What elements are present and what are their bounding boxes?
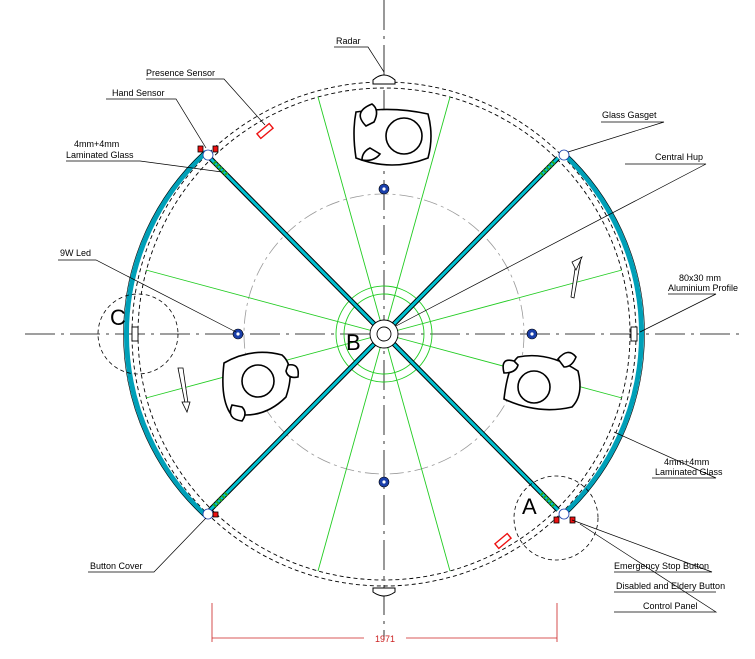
label-presence-sensor: Presence Sensor (146, 68, 215, 78)
detail-circles (97, 293, 599, 561)
curved-glass (123, 150, 645, 518)
label-emergency-stop: Emergency Stop Button (614, 561, 709, 571)
central-hub (369, 319, 399, 349)
dimension-value: 1971 (375, 634, 395, 644)
label-glass-top-1: 4mm+4mm (74, 139, 119, 149)
section-label-c: C (110, 305, 126, 330)
label-glass-gasket: Glass Gasget (602, 110, 657, 120)
label-led: 9W Led (60, 248, 91, 258)
label-glass-right-2: Laminated Glass (655, 467, 723, 477)
label-control-panel: Control Panel (643, 601, 698, 611)
person-top (353, 103, 432, 166)
label-profile-2: Aluminium Profile (668, 283, 738, 293)
person-right (502, 351, 581, 411)
people-icons (222, 103, 581, 422)
label-radar: Radar (336, 36, 361, 46)
label-central-hub: Central Hup (655, 152, 703, 162)
person-left (222, 351, 300, 422)
leader-lines (58, 46, 718, 613)
label-disabled-button: Disabled and Eldery Button (616, 581, 725, 591)
label-profile-1: 80x30 mm (679, 273, 721, 283)
aluminium-profiles (131, 326, 638, 342)
radar-units (372, 74, 396, 597)
label-glass-right-1: 4mm+4mm (664, 457, 709, 467)
section-label-a: A (522, 494, 537, 519)
section-label-b: B (346, 330, 361, 355)
label-button-cover: Button Cover (90, 561, 143, 571)
rotation-arrows (177, 256, 583, 414)
presence-sensors (255, 122, 513, 550)
glass-gaskets (197, 145, 576, 524)
label-glass-top-2: Laminated Glass (66, 150, 134, 160)
dimension-line (211, 603, 558, 642)
label-hand-sensor: Hand Sensor (112, 88, 165, 98)
